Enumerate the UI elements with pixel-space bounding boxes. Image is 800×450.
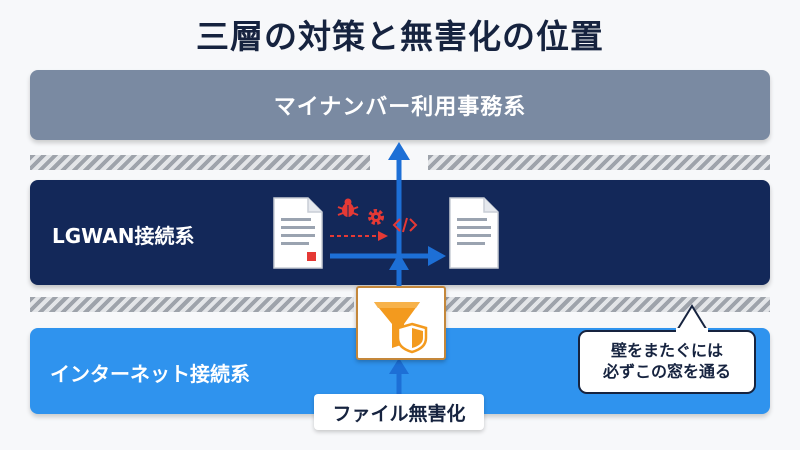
page-title: 三層の対策と無害化の位置 — [196, 17, 604, 56]
threat-arrowhead — [378, 231, 388, 241]
wall-upper-right — [428, 155, 770, 170]
clean-flow-arrowhead — [428, 246, 446, 266]
funnel-shield-icon — [374, 302, 428, 354]
file-sanitization-label: ファイル無害化 — [314, 394, 484, 430]
gear-icon — [368, 209, 384, 225]
wall-lower-left — [30, 297, 354, 312]
clean-document-icon — [449, 197, 499, 269]
upward-arrowhead-top — [388, 142, 410, 160]
callout-line-1: 壁をまたぐには — [610, 341, 723, 361]
wall-lower-right — [444, 297, 770, 312]
upward-arrowhead-middle — [389, 253, 409, 270]
code-icon — [392, 217, 418, 233]
upward-arrowhead-bottom — [389, 358, 409, 374]
layer-internet-label: インターネット接続系 — [50, 362, 250, 386]
bug-icon — [337, 198, 359, 217]
callout-tail — [675, 304, 709, 333]
filter-window — [356, 286, 446, 360]
layer-mynumber-label: マイナンバー利用事務系 — [273, 95, 527, 120]
wall-upper-left — [30, 155, 370, 170]
callout-line-2: 必ずこの窓を通る — [602, 362, 731, 381]
callout-bubble: 壁をまたぐには 必ずこの窓を通る — [578, 330, 756, 394]
document-icon — [273, 197, 323, 269]
layer-mynumber: マイナンバー利用事務系 — [30, 70, 770, 140]
callout-tail-cover — [676, 328, 708, 334]
layer-lgwan-label: LGWAN接続系 — [52, 224, 195, 248]
